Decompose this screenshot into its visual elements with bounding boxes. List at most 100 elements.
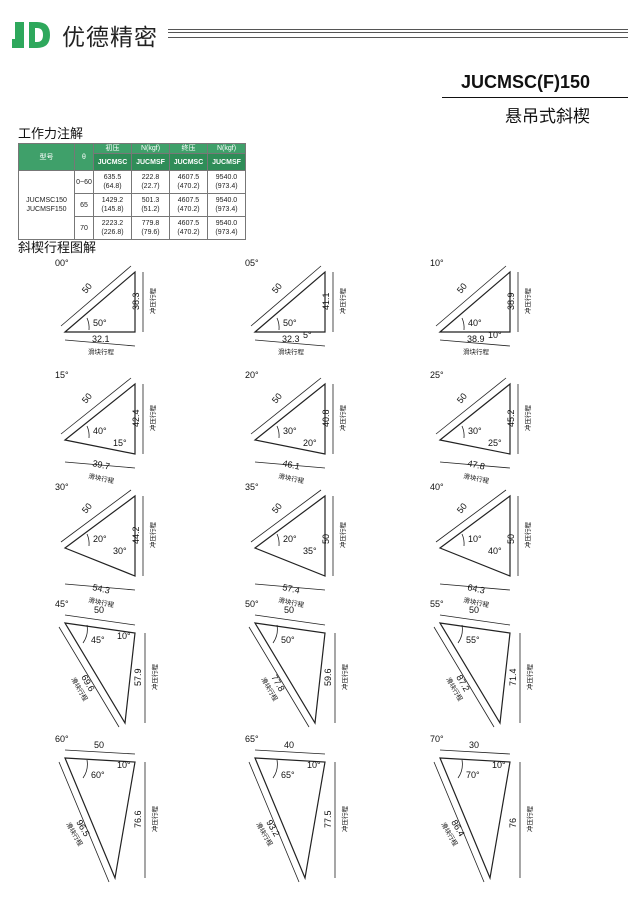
wedge-outline	[64, 757, 136, 881]
length-label: 50	[270, 501, 284, 515]
angle-label-1: 60°	[91, 770, 105, 780]
value-cell: 4607.5(470.2)	[169, 193, 208, 217]
angle-label-2: 30°	[113, 546, 127, 556]
slide-label: 32.3	[282, 334, 300, 344]
length-dimension-line	[250, 489, 322, 543]
length-dimension-line	[60, 265, 132, 327]
angle-arc	[276, 425, 280, 439]
wedge-outline	[253, 382, 326, 455]
press-label: 44.2	[131, 526, 141, 544]
angle-label-1: 45°	[91, 635, 105, 645]
angle-label-1: 40°	[468, 318, 482, 328]
slide-note: 滑块行程	[88, 347, 115, 356]
length-dimension-line	[435, 265, 507, 327]
slide-label: 47.8	[467, 458, 486, 471]
diagram-angle-title: 40°	[430, 482, 444, 492]
diagram-angle-title: 00°	[55, 258, 69, 268]
slide-dimension-line	[254, 339, 326, 347]
length-label: 50	[94, 740, 104, 750]
angle-label-1: 30°	[283, 426, 297, 436]
press-note: 冲压行程	[148, 288, 157, 315]
diagram-angle-title: 30°	[55, 482, 69, 492]
diagram-angle-title: 05°	[245, 258, 259, 268]
slide-label: 46.1	[282, 458, 301, 471]
value-cell: 4607.5(470.2)	[169, 170, 208, 194]
angle-arc	[86, 533, 90, 547]
wedge-outline	[253, 270, 326, 333]
value-cell: 9540.0(973.4)	[207, 193, 246, 217]
wedge-outline	[438, 494, 511, 577]
value-cell: 1429.2(145.8)	[93, 193, 132, 217]
angle-arc	[272, 624, 278, 644]
wedge-outline	[438, 622, 511, 725]
press-note: 冲压行程	[340, 806, 349, 833]
length-label: 30	[469, 740, 479, 750]
angle-arc	[461, 533, 465, 547]
diagram-angle-title: 35°	[245, 482, 259, 492]
press-label: 76	[508, 818, 518, 828]
length-label: 50	[455, 501, 469, 515]
slide-dimension-line	[64, 339, 136, 347]
press-note: 冲压行程	[525, 664, 534, 691]
angle-arc	[457, 759, 463, 779]
value-cell: 9540.0(973.4)	[207, 216, 246, 240]
model-name-1: JUCMSC150	[26, 197, 67, 204]
press-label: 57.9	[133, 668, 143, 686]
press-note: 冲压行程	[338, 522, 347, 549]
model-underline	[442, 97, 628, 98]
diagram-angle-title: 55°	[430, 599, 444, 609]
press-label: 50	[506, 534, 516, 544]
top-dimension-line	[254, 614, 326, 626]
slide-label: 38.9	[467, 334, 485, 344]
angle-label-2: 10°	[307, 760, 321, 770]
angle-label-2: 25°	[488, 438, 502, 448]
force-section-title: 工作力注解	[18, 127, 84, 142]
length-label: 50	[284, 605, 294, 615]
slide-dimension-line	[439, 461, 511, 469]
angle-arc	[272, 759, 278, 779]
press-label: 40.8	[321, 409, 331, 427]
slide-label: 39.7	[92, 458, 111, 471]
slide-dimension-line	[439, 583, 511, 591]
angle-label-1: 50°	[281, 635, 295, 645]
value-cell: 9540.0(973.4)	[207, 170, 246, 194]
slide-dimension-line	[254, 461, 326, 469]
wedge-outline	[254, 757, 326, 881]
press-note: 冲压行程	[148, 522, 157, 549]
press-note: 冲压行程	[148, 405, 157, 432]
wedge-outline	[63, 270, 136, 333]
length-label: 50	[270, 281, 284, 295]
angle-label-1: 10°	[468, 534, 482, 544]
top-dimension-line	[439, 749, 511, 755]
angle-label-1: 20°	[283, 534, 297, 544]
press-note: 冲压行程	[340, 664, 349, 691]
slide-label: 64.3	[467, 582, 486, 595]
slide-dimension-line	[254, 583, 326, 591]
top-dimension-line	[64, 749, 136, 755]
angle-arc	[276, 533, 280, 547]
angle-label-2: 35°	[303, 546, 317, 556]
angle-label-1: 50°	[93, 318, 107, 328]
press-label: 77.5	[323, 810, 333, 828]
length-label: 50	[469, 605, 479, 615]
angle-arc	[461, 425, 465, 439]
diagram-angle-title: 25°	[430, 370, 444, 380]
angle-arc	[86, 425, 90, 439]
press-label: 71.4	[508, 668, 518, 686]
angle-arc	[82, 759, 88, 779]
angle-arc	[82, 624, 88, 644]
wedge-outline	[253, 494, 326, 577]
diagram-angle-title: 50°	[245, 599, 259, 609]
angle-label-2: 20°	[303, 438, 317, 448]
slide-dimension-line	[58, 761, 110, 883]
angle-label-2: 10°	[117, 631, 131, 641]
slide-dimension-line	[248, 626, 310, 728]
value-cell: 222.8(22.7)	[131, 170, 170, 194]
angle-label-2: 5°	[303, 330, 312, 340]
slide-dimension-line	[433, 626, 495, 728]
stroke-section-title: 斜楔行程图解	[18, 241, 97, 256]
angle-label-1: 20°	[93, 534, 107, 544]
angle-arc	[461, 317, 465, 331]
diagram-angle-title: 10°	[430, 258, 444, 268]
